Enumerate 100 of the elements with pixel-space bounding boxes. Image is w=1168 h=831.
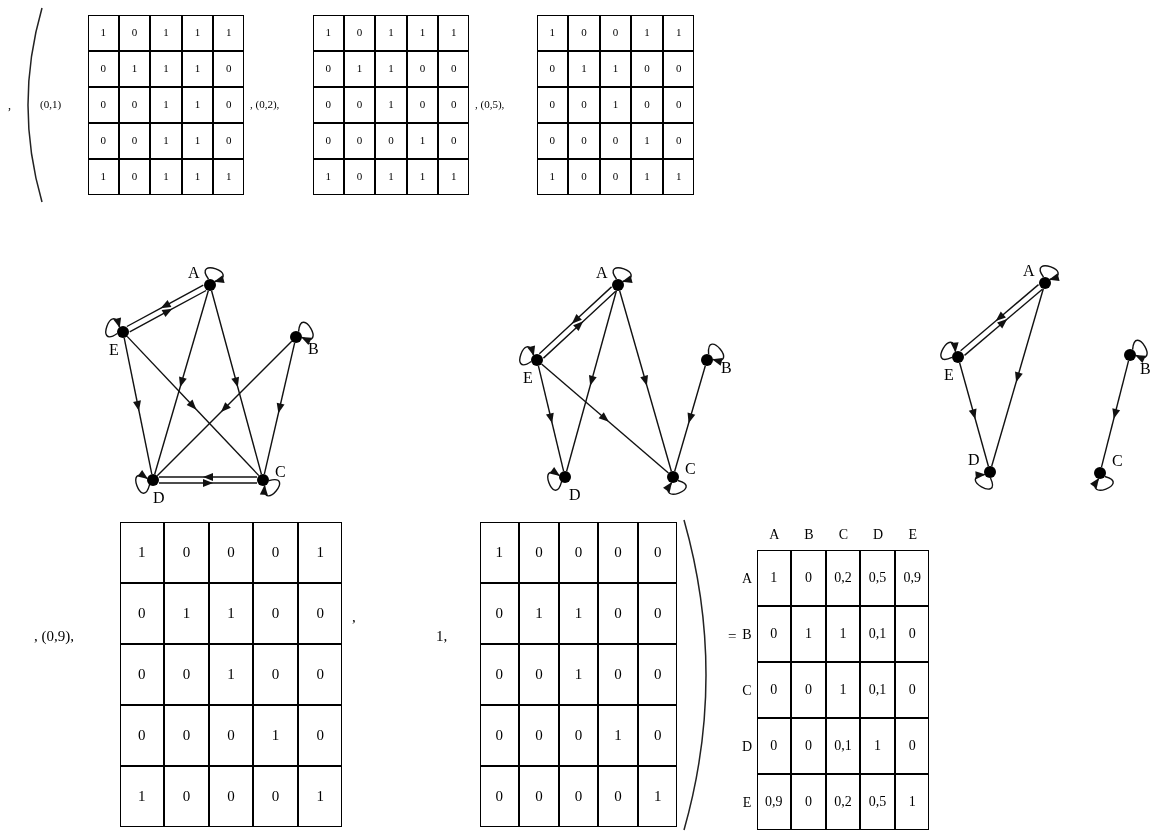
- matrix-cell: 1: [599, 86, 632, 123]
- matrix-cell: 1: [479, 521, 520, 583]
- matrix-cell: 0: [208, 521, 254, 583]
- matrix-cell: 0: [637, 704, 678, 766]
- matrix-cell: 0: [438, 122, 470, 159]
- matrix-cell: 1: [213, 158, 245, 195]
- matrix-cell: 0: [598, 582, 638, 644]
- matrix-cell: 0: [637, 643, 678, 705]
- matrix-cell: 1: [119, 765, 165, 827]
- matrix-cell: 0: [118, 86, 151, 123]
- vertex-label: C: [275, 464, 286, 480]
- matrix-cell: 1: [631, 122, 663, 159]
- matrix-cell: 1: [406, 158, 439, 195]
- matrix-cell: 0: [599, 14, 632, 51]
- matrix-cell: 1: [208, 643, 254, 705]
- matrix-cell: 1: [637, 765, 678, 827]
- matrix-cell: 0,1: [860, 605, 895, 662]
- matrix-cell: 1: [181, 86, 214, 123]
- matrix-cell: 0: [631, 50, 663, 87]
- matrix-label: (0,1): [40, 97, 62, 112]
- matrix-cell: 0: [312, 122, 344, 159]
- vertex-label: A: [188, 265, 200, 281]
- matrix-cell: 0: [343, 86, 376, 123]
- matrix-cell: 0: [118, 122, 151, 159]
- matrix-cell: 1: [536, 158, 569, 195]
- matrix-cell: 0: [406, 86, 439, 123]
- matrix-cell: 0: [894, 717, 930, 774]
- arrow: [958, 362, 990, 467]
- arrow: [537, 365, 565, 472]
- matrix-cell: 0,2: [825, 773, 861, 830]
- matrix-cell: 1: [181, 50, 214, 87]
- matrix-cell: 1: [406, 14, 439, 51]
- self-loop-arrow: [297, 321, 314, 345]
- matrix-cell: 1: [662, 158, 695, 195]
- arrow: [673, 365, 707, 472]
- matrix-cell: 1: [150, 122, 182, 159]
- matrix-label: A: [740, 569, 754, 588]
- matrix-cell: 1: [375, 86, 407, 123]
- matrix-cell: 0: [894, 661, 930, 718]
- matrix-label: , (0,5),: [475, 97, 505, 112]
- matrix-cell: 1: [297, 521, 343, 583]
- matrix-cell: 0: [662, 86, 695, 123]
- self-loop-arrow: [1039, 265, 1060, 281]
- matrix-cell: 0: [479, 765, 520, 827]
- vertex-label: A: [596, 265, 608, 281]
- matrix-cell: 1: [536, 14, 569, 51]
- matrix-cell: 0: [568, 86, 600, 123]
- matrix-cell: 0: [438, 86, 470, 123]
- matrix-cell: 1: [825, 605, 861, 662]
- matrix-label: E: [907, 525, 918, 544]
- vertex-label: D: [968, 452, 980, 468]
- matrix-cell: 0: [536, 50, 569, 87]
- matrix-label: ,: [8, 97, 11, 114]
- matrix-cell: 0: [558, 704, 599, 766]
- matrix-cell: 0: [406, 50, 439, 87]
- matrix-cell: 0,9: [894, 549, 930, 606]
- matrix-cell: 0: [599, 122, 632, 159]
- matrix-cell: 0: [637, 582, 678, 644]
- self-loop-arrow: [547, 467, 563, 491]
- self-loop-arrow: [974, 472, 994, 490]
- self-loop-arrow: [612, 267, 633, 283]
- matrix-cell: 0: [213, 122, 245, 159]
- matrix-cell: 0: [558, 765, 599, 827]
- matrix-cell: 0,9: [756, 773, 792, 830]
- arrow: [1100, 360, 1130, 468]
- matrix-label: B: [803, 525, 815, 544]
- matrix-cell: 0: [164, 521, 209, 583]
- vertex-label: A: [1023, 263, 1035, 279]
- matrix-cell: 1: [87, 158, 119, 195]
- matrix-label: 1,: [436, 627, 448, 646]
- matrix-cell: 0: [662, 50, 695, 87]
- matrix-cell: 0: [312, 86, 344, 123]
- arrow: [540, 363, 670, 474]
- matrix-cell: 0: [479, 582, 520, 644]
- self-loop-arrow: [707, 343, 725, 365]
- matrix-cell: 1: [118, 50, 151, 87]
- matrix-cell: 0: [598, 765, 638, 827]
- vertex-label: C: [1112, 453, 1123, 469]
- matrix-cell: 1: [631, 158, 663, 195]
- self-loop-arrow: [1090, 475, 1114, 491]
- matrix-cell: 0: [297, 582, 343, 644]
- matrix-cell: 0: [756, 717, 792, 774]
- arrow: [154, 290, 209, 475]
- arrow: [123, 337, 153, 475]
- matrix-cell: 0: [599, 158, 632, 195]
- matrix-cell: 1: [150, 14, 182, 51]
- matrix-cell: 1: [558, 643, 599, 705]
- matrix-cell: 1: [662, 14, 695, 51]
- self-loop-arrow: [204, 267, 225, 283]
- matrix-cell: 0: [479, 643, 520, 705]
- self-loop-arrow: [105, 317, 121, 338]
- arrow: [126, 335, 260, 477]
- matrix-cell: 0: [164, 704, 209, 766]
- matrix-cell: 0: [87, 86, 119, 123]
- matrix-cell: 1: [558, 582, 599, 644]
- arrow: [156, 340, 293, 477]
- matrix-label: C: [837, 525, 850, 544]
- matrix-cell: 0: [598, 643, 638, 705]
- arrow: [565, 290, 618, 472]
- matrix-cell: 0: [519, 765, 559, 827]
